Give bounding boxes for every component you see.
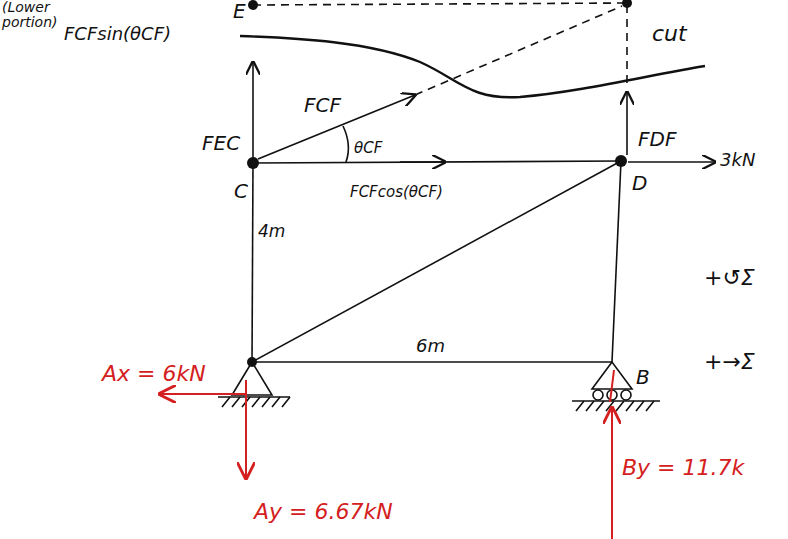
force-label: FCFsin(θCF) [62,24,173,44]
reaction-arrow [611,408,613,539]
joint-dot [247,357,257,367]
ground-line [572,400,660,402]
force-label: FEC [200,132,242,154]
reaction-arrow [610,370,614,402]
joint-dot [248,0,258,10]
angle-arc [343,126,348,162]
ground-hatch [576,401,654,411]
joint-letter: E [231,0,248,22]
truss-member [612,161,621,362]
force-arrow [628,161,715,163]
force-arrow [258,95,415,159]
dimension-label: 4m [256,222,287,241]
force-label: FDF [636,128,678,150]
note-text: cut [650,22,689,46]
cut-line [240,36,705,97]
roller-wheel [593,390,603,400]
dashed-line [415,6,622,95]
equation-text: +→Σ [702,350,757,374]
load-label: 3kN [718,150,757,170]
reaction-arrow [160,393,246,395]
reaction-label: Ax = 6kN [100,362,208,386]
joint-letter: D [630,172,649,194]
reaction-label: Ay = 6.67kN [252,500,395,524]
joint-dot [615,155,627,167]
force-label: FCFcos(θCF) [348,184,445,201]
force-arrow [400,161,445,163]
ground-hatch [222,397,290,407]
force-label: FCF [302,94,343,116]
dimension-label: 6m [414,336,447,356]
joint-letter: B [634,366,652,388]
equation-text: +↺Σ [702,266,757,290]
reaction-label: By = 11.7k [620,456,746,480]
truss-member [252,161,621,362]
dashed-line [626,5,628,88]
angle-label: θCF [352,140,384,157]
force-arrow [252,62,254,158]
truss-member [252,163,253,362]
reaction-arrow [245,380,247,478]
force-arrow [626,92,628,155]
dashed-line [253,3,627,5]
truss-member [253,161,621,163]
truss-member [252,361,612,363]
roller-wheel [621,390,631,400]
joint-letter: C [232,180,250,202]
note-text: (Lower portion) [0,0,66,31]
joint-dot [247,157,259,169]
joint-dot [622,0,632,8]
